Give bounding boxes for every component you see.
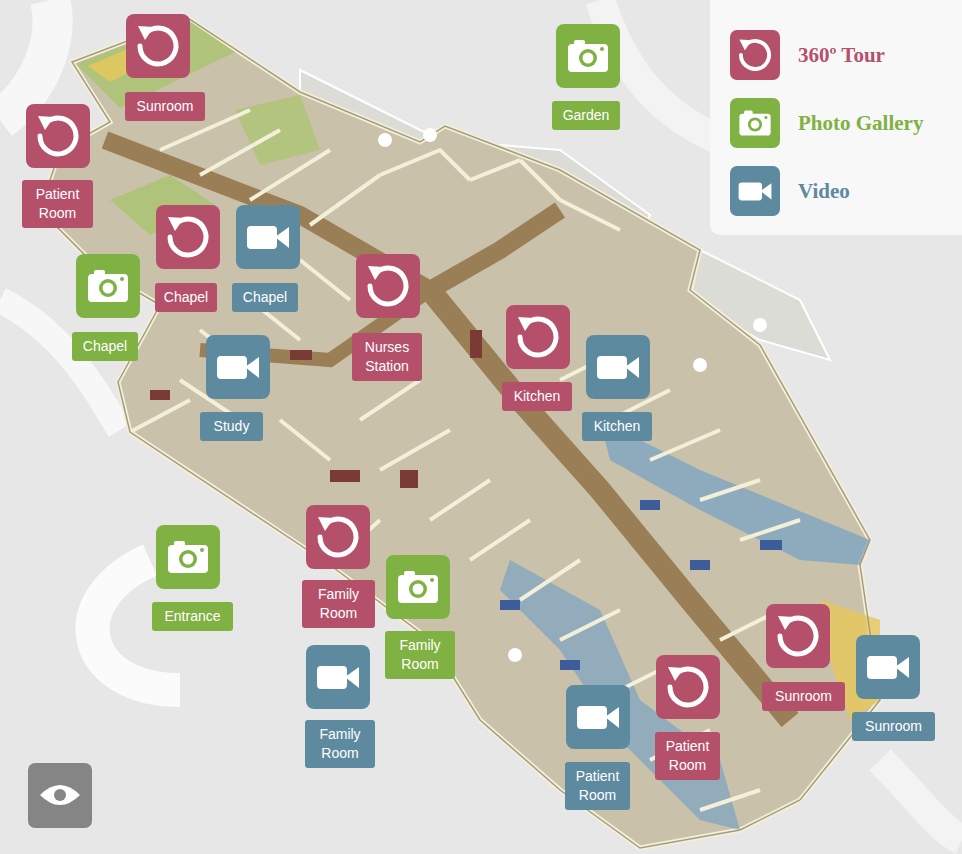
location-label: Patient Room (565, 762, 630, 810)
legend-swatch (730, 166, 780, 216)
location-label: Entrance (152, 602, 233, 631)
legend-text: Video (798, 179, 850, 204)
location-label: Nurses Station (352, 333, 422, 381)
label-text: Study (214, 417, 250, 436)
legend-swatch (730, 30, 780, 80)
video-icons (206, 205, 920, 749)
location-label: Family Room (302, 580, 375, 628)
legend-glyph (730, 30, 780, 80)
location-label: Sunroom (852, 712, 935, 741)
location-label: Garden (552, 101, 620, 130)
location-label: Family Room (305, 720, 375, 768)
label-text: Kitchen (594, 417, 641, 436)
label-text: Sunroom (137, 97, 194, 116)
legend-row: Photo Gallery (730, 98, 923, 148)
legend-panel: 360º TourPhoto GalleryVideo (710, 0, 962, 235)
label-text: Sunroom (865, 717, 922, 736)
label-text: Patient Room (570, 767, 625, 805)
location-label: Patient Room (655, 732, 720, 780)
label-text: Nurses Station (357, 338, 417, 376)
location-label: Chapel (72, 332, 138, 361)
label-text: Family Room (390, 636, 450, 674)
location-label: Chapel (155, 283, 217, 312)
label-text: Entrance (164, 607, 220, 626)
label-text: Family Room (310, 725, 370, 763)
location-label: Family Room (385, 631, 455, 679)
location-label: Sunroom (762, 682, 845, 711)
legend-row: Video (730, 166, 850, 216)
label-text: Chapel (164, 288, 208, 307)
label-text: Patient Room (27, 185, 88, 223)
legend-row: 360º Tour (730, 30, 885, 80)
label-text: Family Room (307, 585, 370, 623)
label-text: Sunroom (775, 687, 832, 706)
label-text: Chapel (83, 337, 127, 356)
location-label: Kitchen (582, 412, 652, 441)
location-label: Sunroom (125, 92, 205, 121)
legend-text: 360º Tour (798, 43, 885, 68)
label-text: Kitchen (514, 387, 561, 406)
location-label: Patient Room (22, 180, 93, 228)
location-label: Chapel (232, 283, 298, 312)
legend-swatch (730, 98, 780, 148)
legend-text: Photo Gallery (798, 111, 923, 136)
legend-glyph (730, 166, 780, 216)
legend-glyph (730, 98, 780, 148)
label-text: Garden (563, 106, 610, 125)
location-label: Study (200, 412, 263, 441)
label-text: Chapel (243, 288, 287, 307)
location-label: Kitchen (502, 382, 572, 411)
eye-button (28, 763, 92, 828)
photo-icons (76, 24, 620, 619)
label-text: Patient Room (660, 737, 715, 775)
